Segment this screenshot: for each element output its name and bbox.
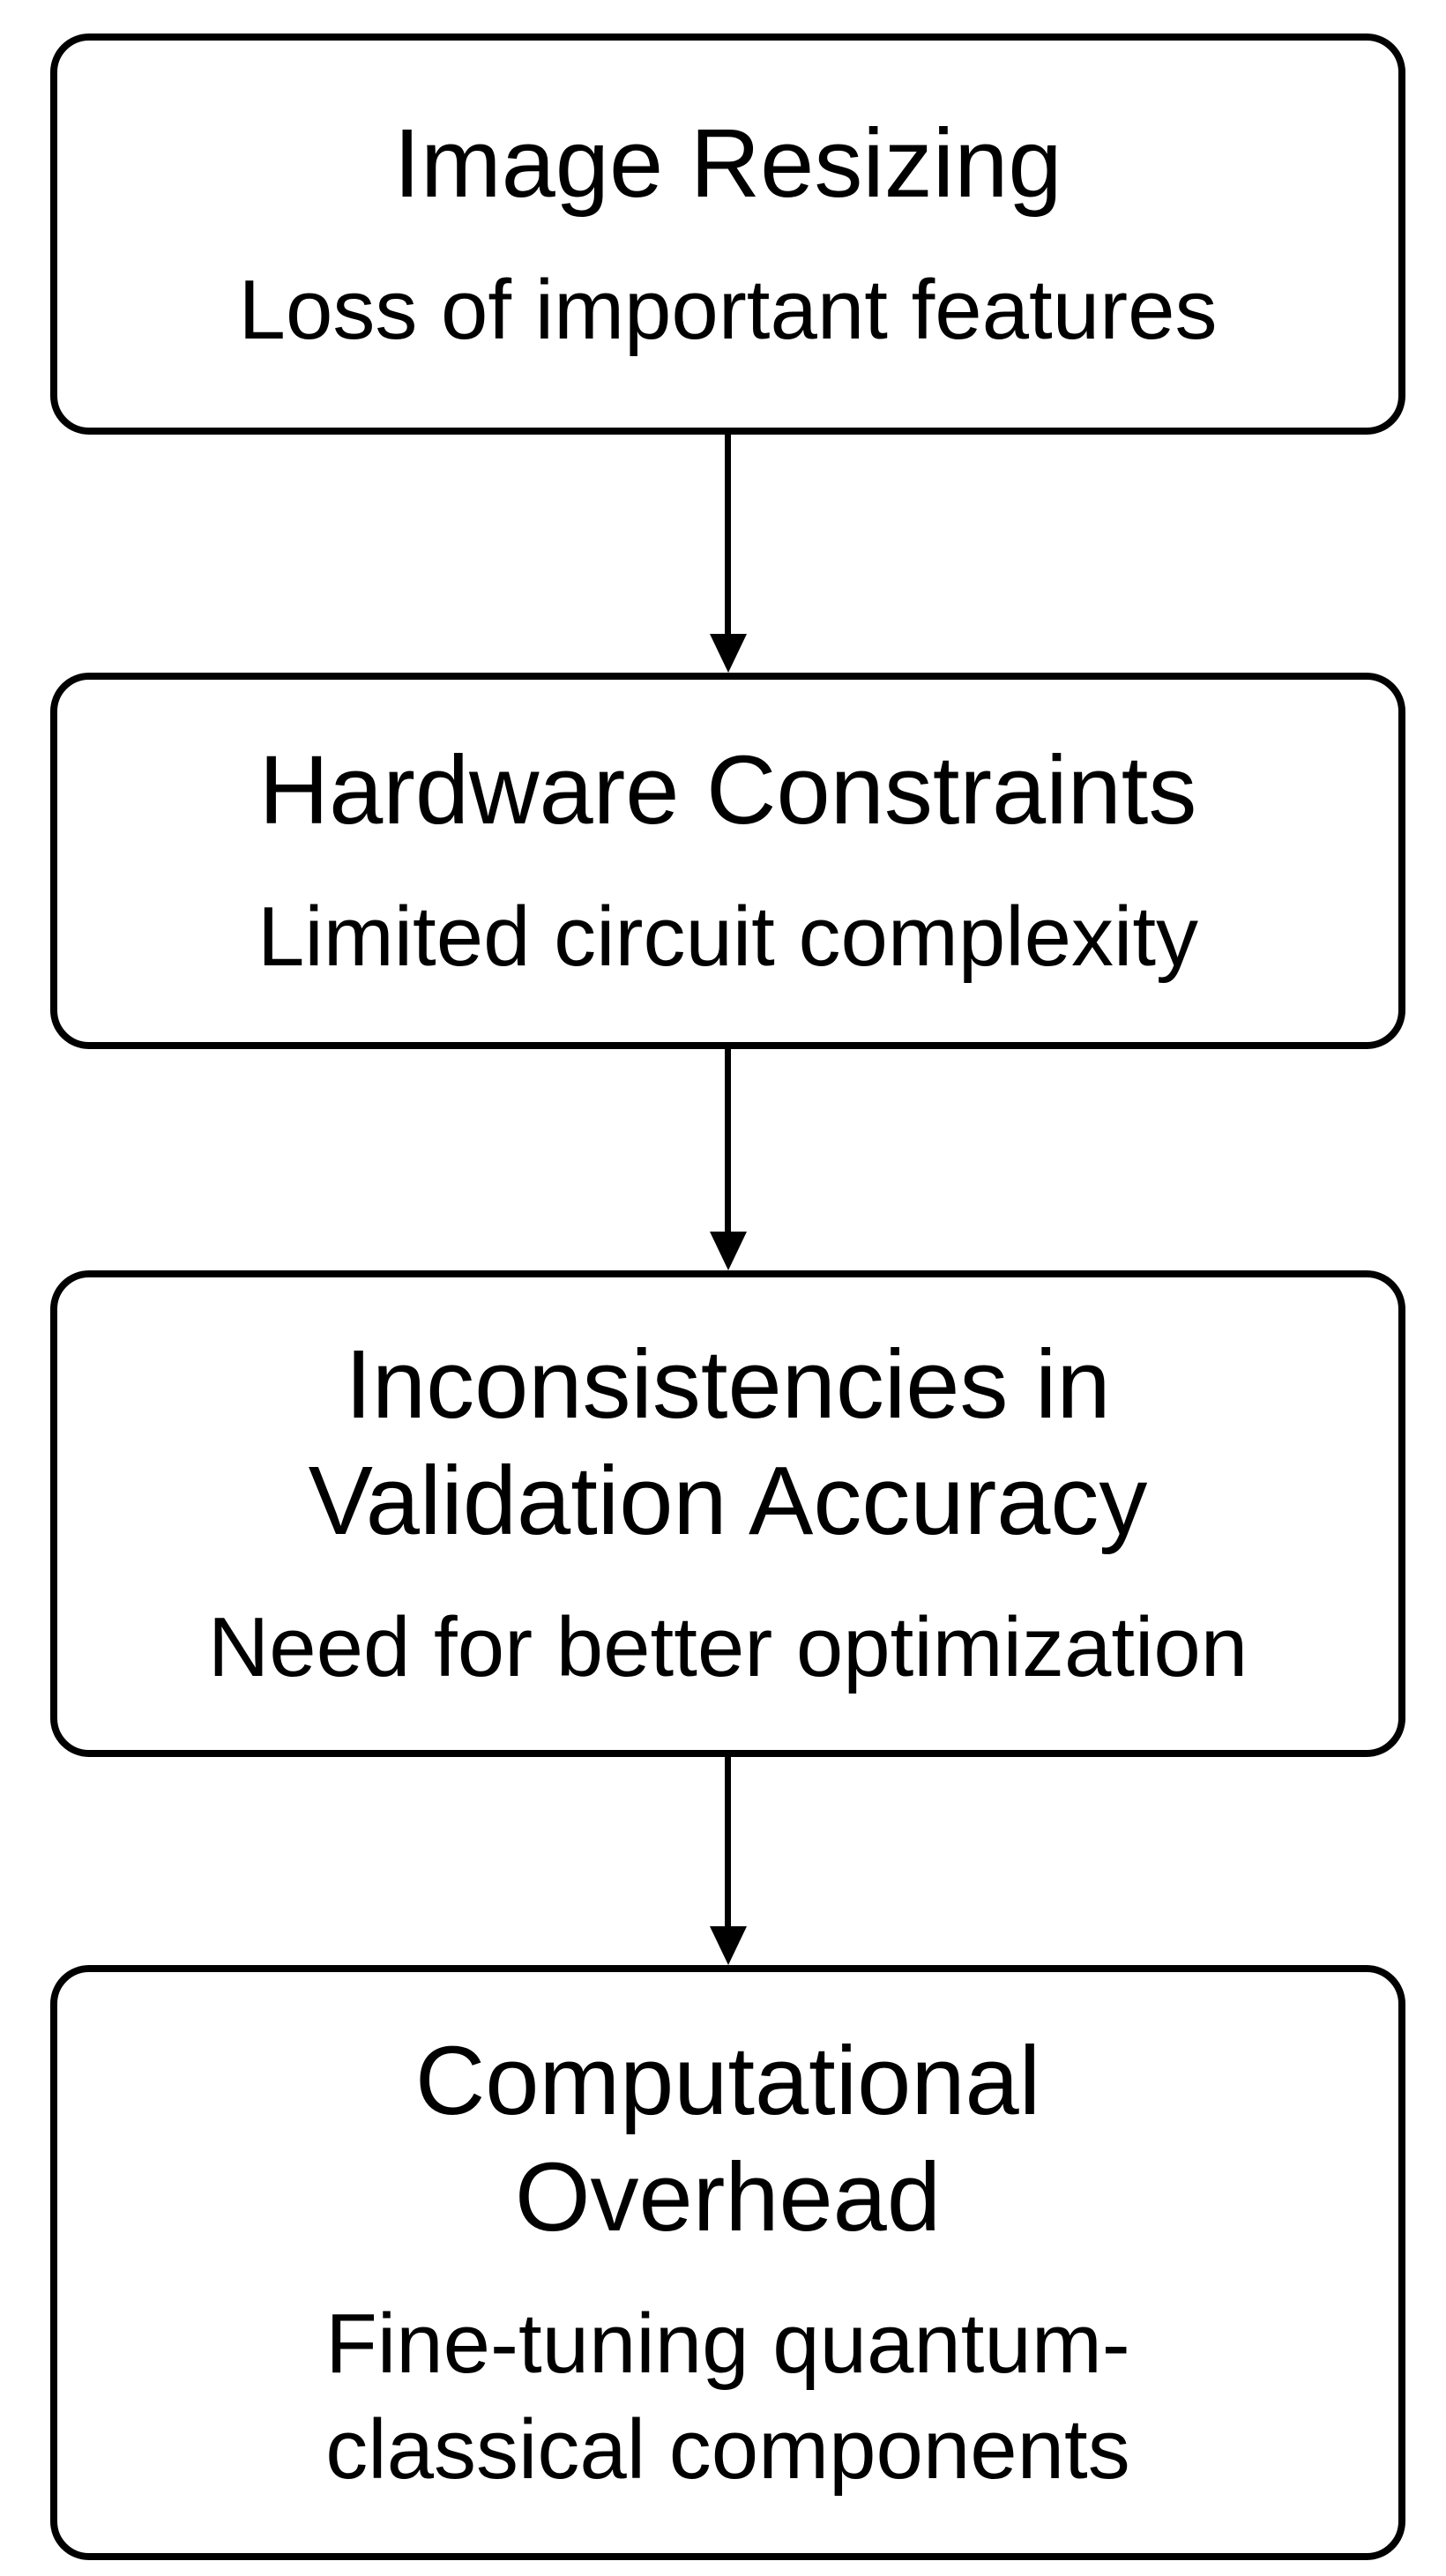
node-subtitle: Loss of important features [238, 262, 1218, 357]
node-hardware-constraints: Hardware Constraints Limited circuit com… [50, 673, 1405, 1049]
arrow-line [725, 1757, 731, 1926]
arrow-line [725, 435, 731, 634]
flow-arrow-3 [50, 1757, 1405, 1965]
arrowhead-down-icon [709, 1232, 747, 1270]
arrowhead-down-icon [709, 1926, 747, 1965]
arrow-line [725, 1049, 731, 1232]
node-subtitle: Limited circuit complexity [257, 889, 1198, 984]
node-image-resizing: Image Resizing Loss of important feature… [50, 34, 1405, 435]
flow-arrow-1 [50, 435, 1405, 673]
node-title: Computational Overhead [414, 2026, 1041, 2252]
node-subtitle: Need for better optimization [207, 1600, 1248, 1694]
node-title: Hardware Constraints [258, 735, 1197, 845]
flow-arrow-2 [50, 1049, 1405, 1270]
node-subtitle: Fine-tuning quantum- classical component… [325, 2296, 1130, 2497]
node-computational-overhead: Computational Overhead Fine-tuning quant… [50, 1965, 1405, 2560]
node-title: Image Resizing [393, 108, 1062, 218]
arrowhead-down-icon [709, 634, 747, 673]
node-validation-accuracy: Inconsistencies in Validation Accuracy N… [50, 1270, 1405, 1757]
node-title: Inconsistencies in Validation Accuracy [308, 1330, 1148, 1555]
